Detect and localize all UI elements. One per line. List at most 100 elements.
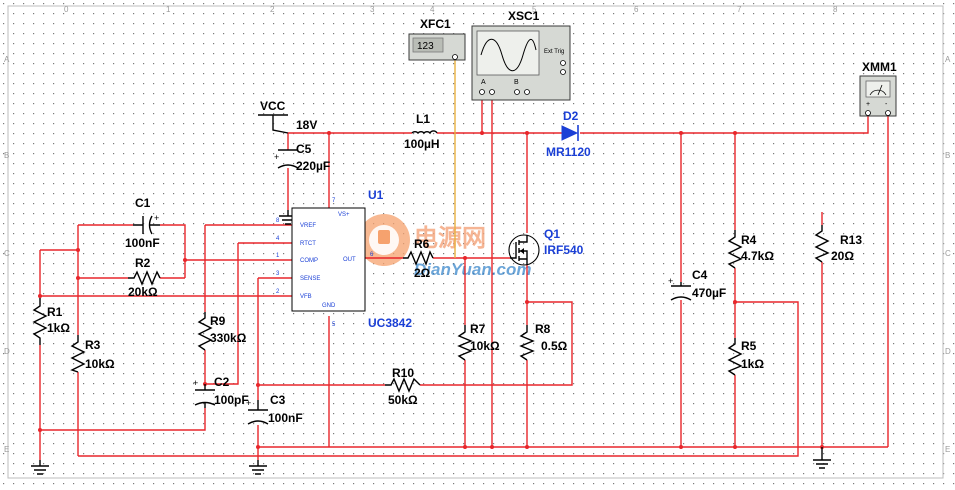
vcc-label: VCC bbox=[260, 99, 286, 113]
channel-b-label: B bbox=[514, 79, 519, 86]
ruler-tick: 3 bbox=[370, 5, 375, 14]
resistor-r8[interactable]: R8 0.5Ω bbox=[519, 322, 568, 361]
scope-screen bbox=[476, 30, 540, 76]
pin-number: 3 bbox=[276, 271, 280, 277]
capacitor-c3[interactable]: + C3 100nF bbox=[246, 393, 303, 425]
ground-icon bbox=[813, 447, 831, 469]
ruler-tick: E bbox=[4, 445, 9, 454]
oscilloscope-xsc1[interactable]: XSC1 Ext Trig A B bbox=[471, 9, 571, 101]
svg-text:+: + bbox=[154, 213, 159, 223]
ruler-tick: C bbox=[4, 249, 10, 258]
r13-ref: R13 bbox=[840, 233, 862, 247]
resistor-r9[interactable]: R9 330kΩ bbox=[197, 312, 247, 351]
d2-ref: D2 bbox=[563, 109, 579, 123]
c1-ref: C1 bbox=[135, 196, 151, 210]
pin-vref-label: VREF bbox=[300, 223, 316, 229]
r13-value: 20Ω bbox=[831, 249, 854, 263]
c2-value: 100pF bbox=[214, 393, 249, 407]
vcc-voltage: 18V bbox=[296, 118, 317, 132]
u1-part: UC3842 bbox=[368, 316, 412, 330]
pin-vfb-label: VFB bbox=[300, 294, 312, 300]
r1-value: 1kΩ bbox=[47, 321, 70, 335]
pin-number: 1 bbox=[276, 253, 280, 259]
resistor-r4[interactable]: R4 4.7kΩ bbox=[727, 230, 774, 269]
resistor-r3[interactable]: R3 10kΩ bbox=[70, 335, 115, 373]
pin-gnd-label: GND bbox=[322, 303, 336, 309]
xfc1-ref: XFC1 bbox=[420, 17, 451, 31]
watermark: 电源网 DianYuan.com bbox=[358, 214, 531, 279]
c3-ref: C3 bbox=[270, 393, 286, 407]
resistor-r1[interactable]: R1 1kΩ bbox=[32, 298, 70, 345]
r8-ref: R8 bbox=[535, 322, 551, 336]
resistor-r2[interactable]: R2 20kΩ bbox=[128, 256, 161, 299]
c5-value: 220µF bbox=[296, 159, 330, 173]
ext-trig-label: Ext Trig bbox=[544, 49, 564, 55]
ruler-tick: B bbox=[945, 151, 950, 160]
l1-value: 100µH bbox=[404, 137, 440, 151]
pin-sense-label: SENSE bbox=[300, 276, 320, 282]
xfc1-display: 123 bbox=[417, 41, 434, 52]
ground-icon bbox=[31, 460, 49, 475]
resistor-r5[interactable]: R5 1kΩ bbox=[727, 338, 764, 376]
ruler-tick: 4 bbox=[430, 5, 435, 14]
resistor-r6[interactable]: R6 2Ω bbox=[403, 237, 434, 280]
svg-text:+: + bbox=[668, 276, 673, 286]
diode-d2[interactable]: D2 MR1120 bbox=[546, 109, 591, 159]
ground-icon bbox=[279, 210, 297, 225]
watermark-text-en: DianYuan.com bbox=[414, 260, 531, 279]
ground-icon bbox=[249, 460, 267, 475]
q1-ref: Q1 bbox=[544, 227, 560, 241]
watermark-text-cn: 电源网 bbox=[414, 225, 486, 252]
resistor-r7[interactable]: R7 10kΩ bbox=[457, 322, 500, 361]
r6-value: 2Ω bbox=[414, 266, 431, 280]
pin-number: 8 bbox=[276, 218, 280, 224]
pin-number: 6 bbox=[370, 252, 374, 258]
channel-a-label: A bbox=[481, 79, 486, 86]
u1-ref: U1 bbox=[368, 188, 384, 202]
ic-uc3842[interactable]: U1 UC3842 VREF RTCT COMP SENSE VFB GND V… bbox=[276, 188, 412, 330]
capacitor-c4[interactable]: + C4 470µF bbox=[668, 268, 726, 301]
vcc-source[interactable]: VCC 18V bbox=[258, 99, 317, 134]
pin-rtct-label: RTCT bbox=[300, 241, 316, 247]
pin-vs-label: VS+ bbox=[338, 212, 350, 218]
pin-number: 7 bbox=[332, 198, 336, 204]
junctions bbox=[38, 131, 824, 449]
c4-value: 470µF bbox=[692, 286, 726, 300]
ruler-tick: 6 bbox=[634, 5, 639, 14]
capacitor-c5[interactable]: + C5 220µF bbox=[274, 142, 330, 173]
ruler-tick: C bbox=[945, 249, 951, 258]
ruler-tick: A bbox=[4, 55, 10, 64]
r10-value: 50kΩ bbox=[388, 393, 418, 407]
mosfet-q1[interactable]: Q1 IRF540 bbox=[508, 227, 584, 266]
svg-text:+: + bbox=[274, 152, 279, 162]
c2-ref: C2 bbox=[214, 375, 230, 389]
ruler-tick: A bbox=[945, 55, 951, 64]
capacitor-c2[interactable]: + C2 100pF bbox=[193, 375, 249, 408]
resistor-r10[interactable]: R10 50kΩ bbox=[385, 366, 421, 407]
sine-wave-icon bbox=[480, 38, 537, 72]
function-generator-xfc1[interactable]: XFC1 123 bbox=[408, 17, 466, 61]
ruler-tick: B bbox=[4, 151, 9, 160]
pin-number: 2 bbox=[276, 289, 280, 295]
xmm1-ref: XMM1 bbox=[862, 60, 897, 74]
resistor-r13[interactable]: R13 20Ω bbox=[814, 225, 862, 263]
r6-ref: R6 bbox=[414, 237, 430, 251]
capacitor-c1[interactable]: + C1 100nF bbox=[125, 196, 160, 250]
c4-ref: C4 bbox=[692, 268, 708, 282]
pin-comp-label: COMP bbox=[300, 258, 318, 264]
multimeter-xmm1[interactable]: XMM1 + - bbox=[859, 60, 897, 117]
xmm1-plus: + bbox=[866, 101, 870, 108]
inductor-l1[interactable]: L1 100µH bbox=[404, 112, 440, 151]
meter-needle-icon bbox=[869, 84, 887, 96]
q1-value: IRF540 bbox=[544, 243, 584, 257]
r2-value: 20kΩ bbox=[128, 285, 158, 299]
ruler-tick: 1 bbox=[166, 5, 171, 14]
r4-ref: R4 bbox=[741, 233, 757, 247]
wires bbox=[39, 58, 889, 460]
ruler-tick: 7 bbox=[737, 5, 742, 14]
d2-value: MR1120 bbox=[546, 145, 591, 159]
pin-number: 4 bbox=[276, 236, 280, 242]
r1-ref: R1 bbox=[47, 305, 63, 319]
r7-value: 10kΩ bbox=[470, 339, 500, 353]
